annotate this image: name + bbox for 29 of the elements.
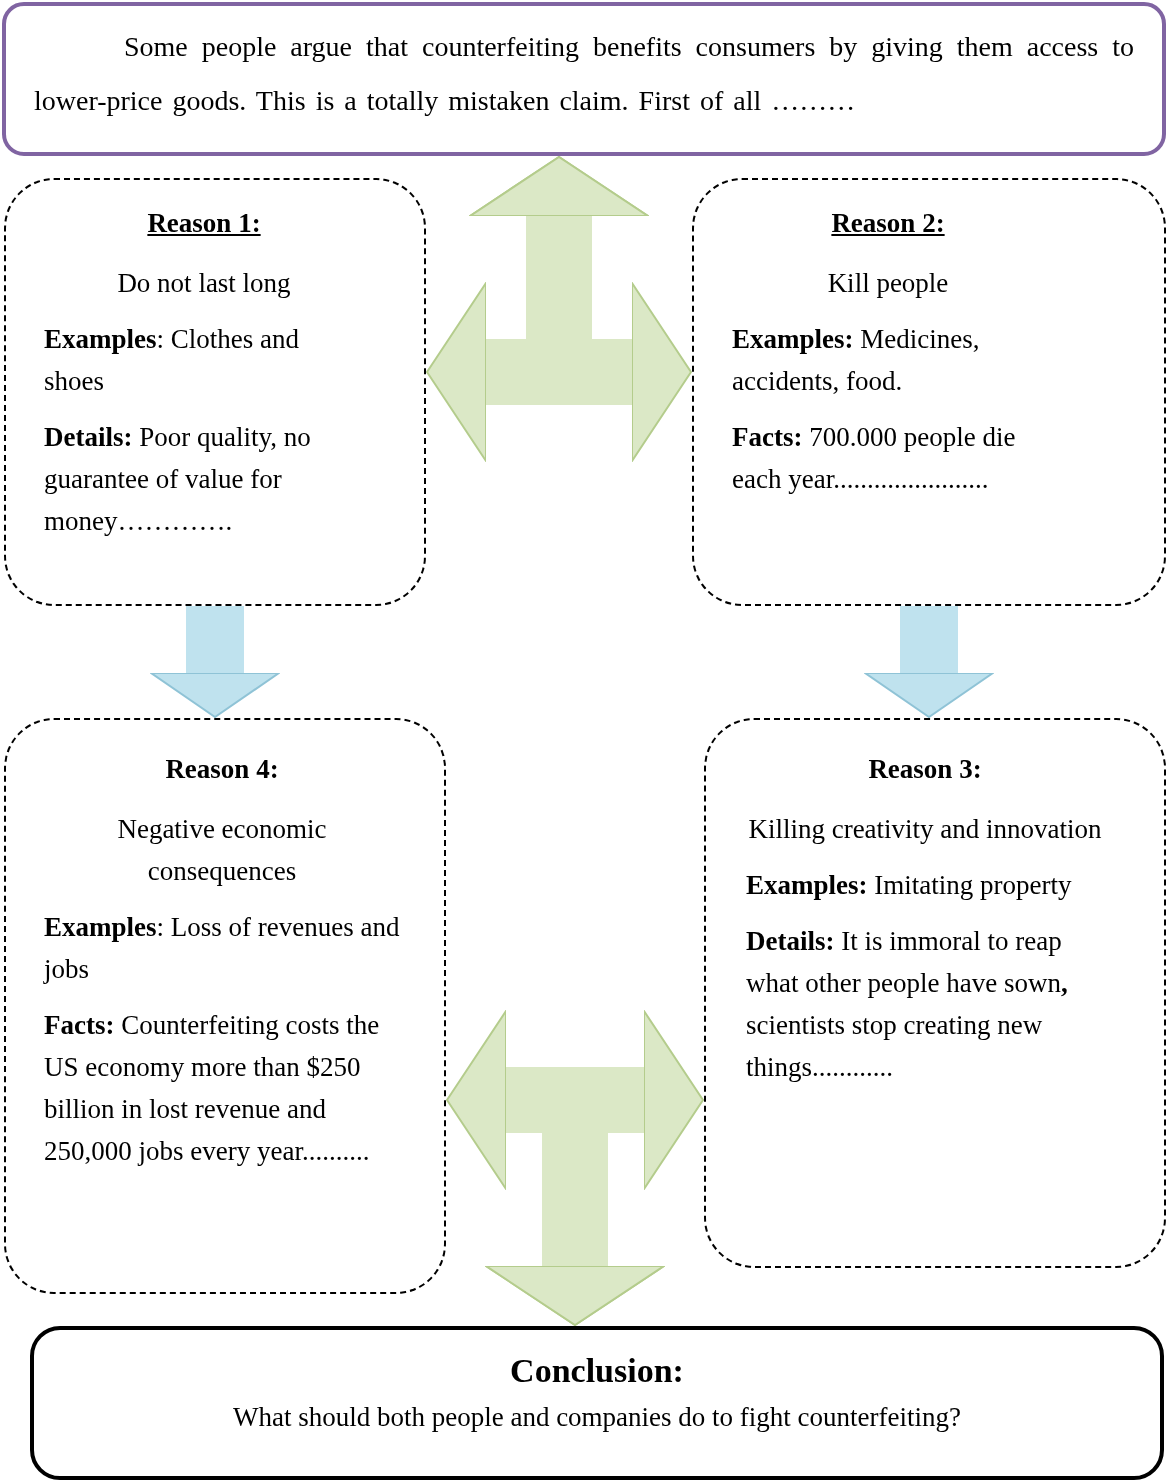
detail-text: Examples: Medicines, accidents, food. — [732, 323, 981, 398]
heading: Reason 4: — [164, 753, 280, 786]
reason-box — [704, 718, 1166, 1268]
detail-text: Examples: Imitating property — [746, 869, 1073, 902]
reason-text: Do not last long — [116, 267, 292, 300]
conclusion-box — [30, 1326, 1164, 1480]
block-arrow — [469, 156, 692, 462]
reason-text: Killing creativity and innovation — [747, 813, 1103, 846]
heading: Reason 2: — [830, 207, 946, 240]
detail-text: Facts: 700.000 people die each year....................... — [732, 421, 1017, 496]
question-text: What should both people and companies do to fight counterfeiting? — [231, 1401, 963, 1434]
reason-box — [4, 718, 446, 1294]
block-arrow — [150, 606, 280, 718]
heading: Conclusion: — [509, 1351, 685, 1391]
intro-paragraph: Some people argue that counterfeiting benefits consumers by giving them access to lower-price goods. This is a totally mistaken claim. First of all ……… — [34, 30, 1134, 118]
detail-text: Examples: Loss of revenues and jobs — [44, 911, 400, 986]
detail-text: Examples: Clothes and shoes — [44, 323, 300, 398]
intro-box — [2, 2, 1166, 156]
reason-box — [4, 178, 426, 606]
detail-text: Details: Poor quality, no guarantee of value for money…………. — [44, 421, 312, 538]
heading: Reason 1: — [146, 207, 262, 240]
block-arrow — [485, 1010, 704, 1326]
heading: Reason 3: — [867, 753, 983, 786]
detail-text: Details: It is immoral to reap what other people have sown, scientists stop creating new things............ — [746, 925, 1069, 1084]
reason-box — [692, 178, 1166, 606]
block-arrow — [864, 606, 994, 718]
detail-text: Facts: Counterfeiting costs the US economy more than $250 billion in lost revenue and 250,000 jobs every year.......... — [44, 1009, 381, 1168]
reason-text: Kill people — [826, 267, 950, 300]
reason-text: Negative economic consequences — [116, 813, 328, 888]
